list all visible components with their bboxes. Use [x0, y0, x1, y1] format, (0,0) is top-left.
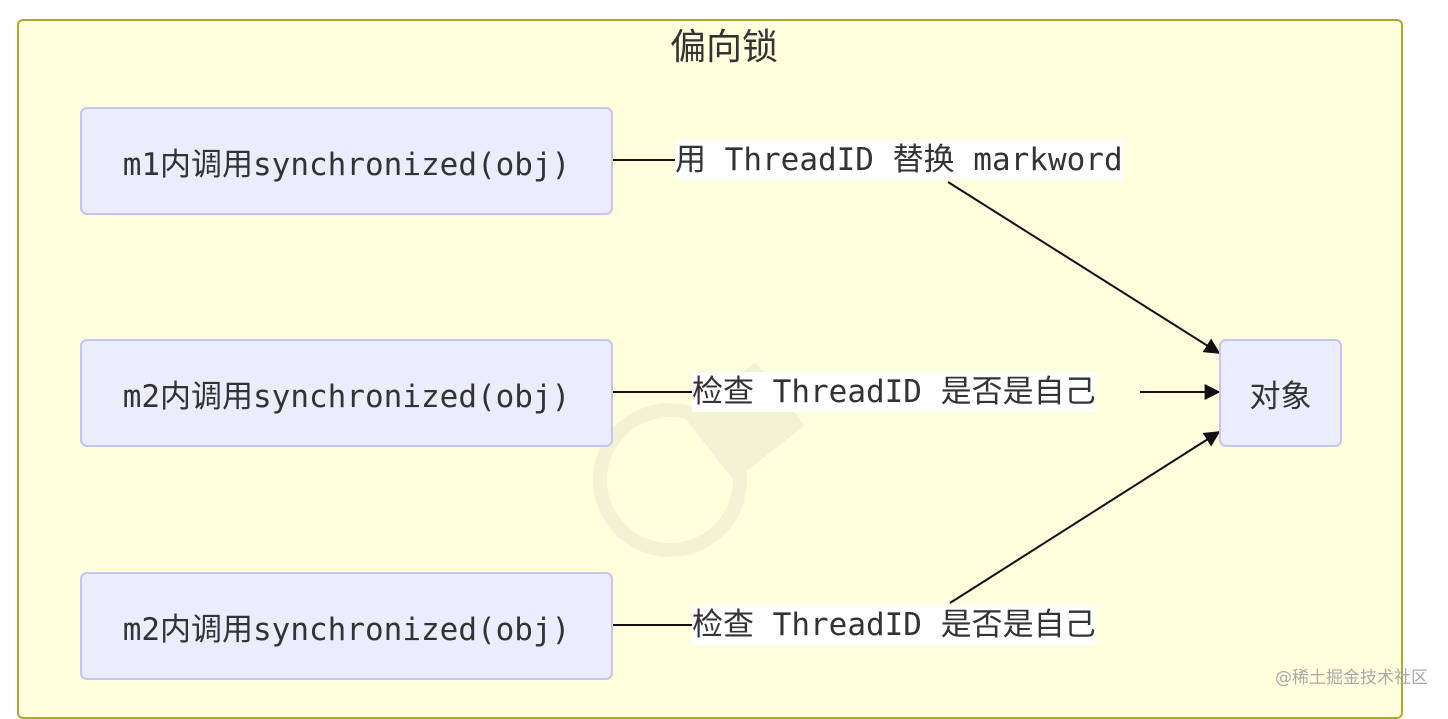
edge-label-check-threadid-1: 检查 ThreadID 是否是自己	[692, 372, 1096, 412]
node-m2-synchronized-b: m2内调用synchronized(obj)	[80, 572, 613, 680]
edge-line-m1-to-object	[613, 159, 1219, 353]
corner-watermark-text: @稀土掘金技术社区	[1275, 668, 1428, 688]
node-m1-synchronized: m1内调用synchronized(obj)	[80, 107, 613, 215]
edge-line-m2b-to-object	[613, 432, 1219, 626]
edge-label-replace-markword: 用 ThreadID 替换 markword	[675, 140, 1123, 180]
edge-label-check-threadid-2: 检查 ThreadID 是否是自己	[692, 605, 1096, 645]
node-object: 对象	[1219, 339, 1342, 447]
cluster-title: 偏向锁	[669, 27, 778, 68]
node-m2-synchronized-a: m2内调用synchronized(obj)	[80, 339, 613, 447]
